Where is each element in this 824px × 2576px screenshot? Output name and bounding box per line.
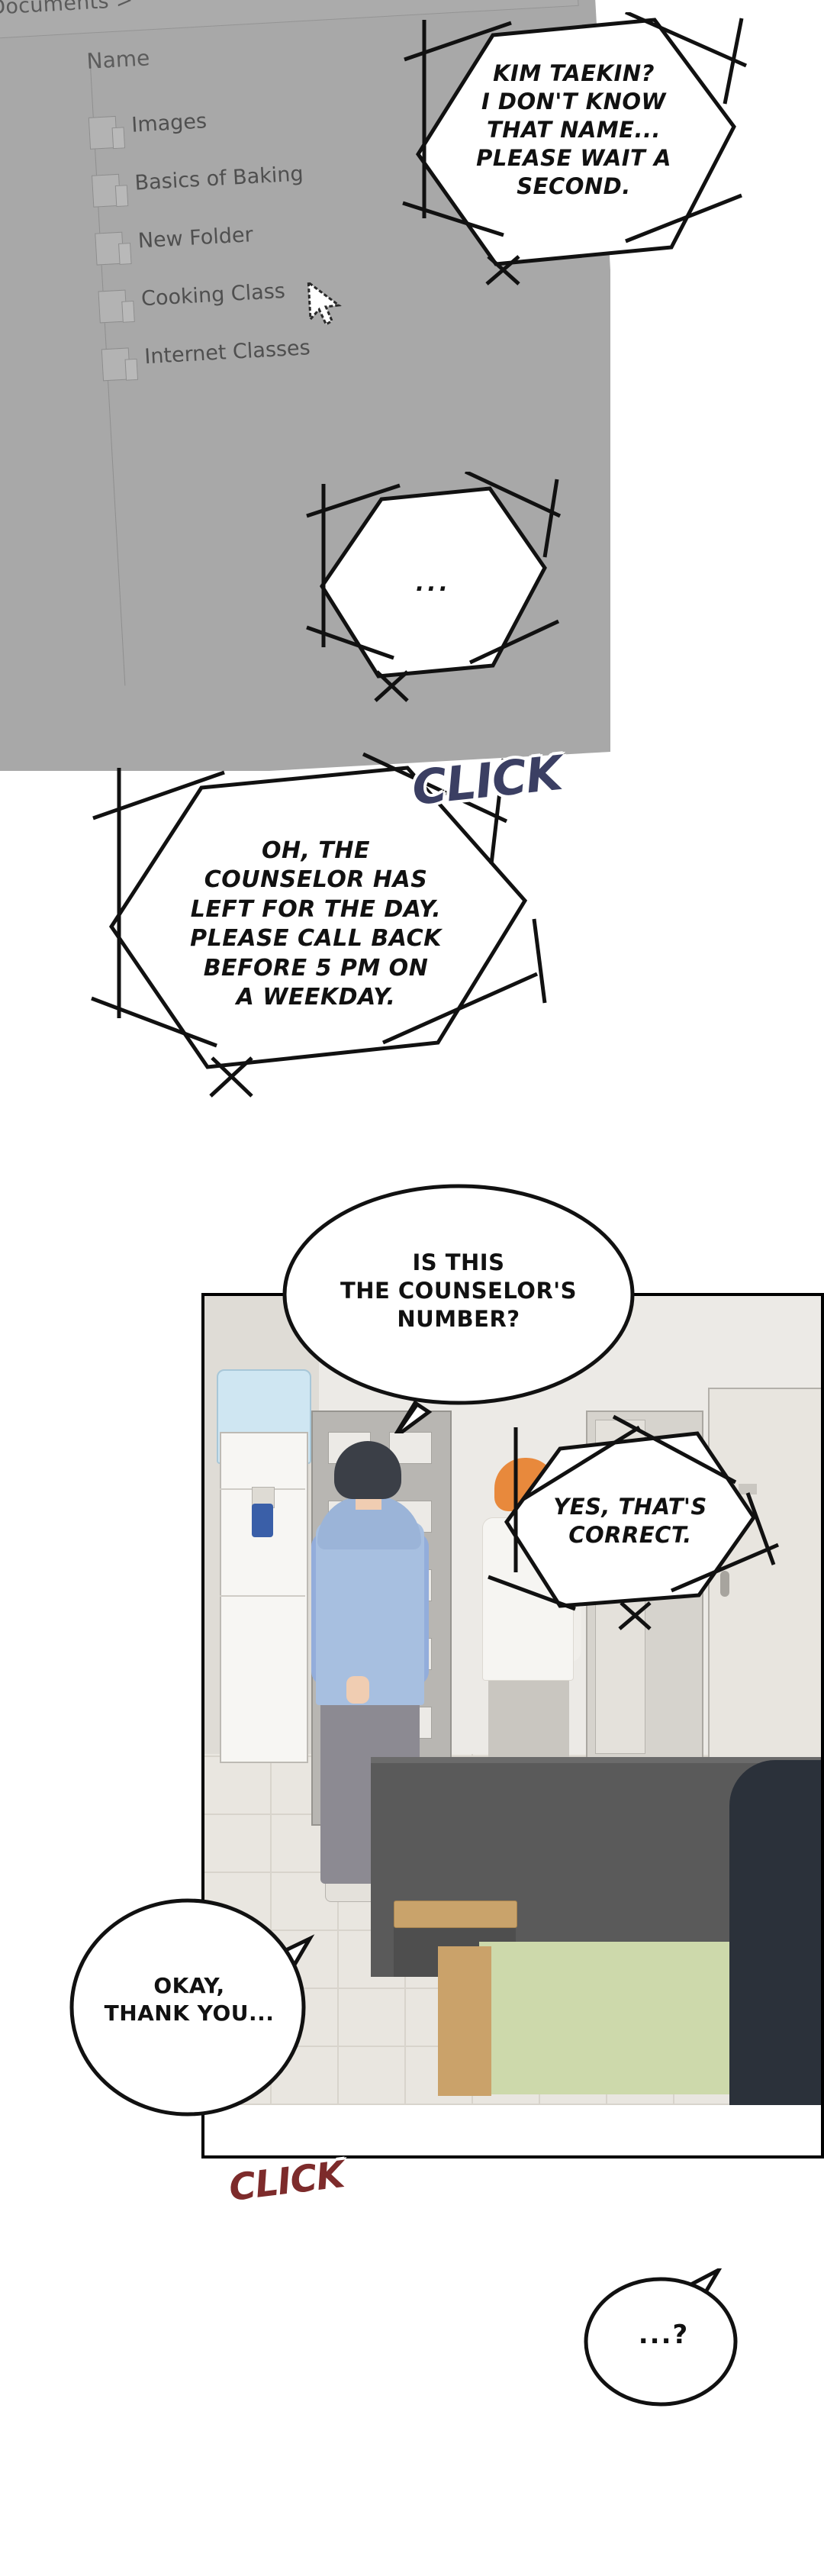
file-name: Basics of Baking [134, 162, 304, 195]
sfx-click-2: CLICK [227, 2153, 346, 2210]
water-cooler [220, 1432, 308, 1763]
panel-bottom-margin [204, 2105, 821, 2155]
speech-bubble-text: OKAY, THANK YOU... [104, 1973, 275, 2026]
speech-bubble-text: IS THIS THE COUNSELOR'S NUMBER? [340, 1249, 578, 1333]
water-cooler-tap [252, 1504, 273, 1537]
door-slot [739, 1484, 757, 1494]
speech-bubble-question: IS THIS THE COUNSELOR'S NUMBER? [279, 1182, 638, 1433]
file-explorer-screenshot: > Documents > 크 (C:) D:) Name Images Bas… [0, 0, 610, 771]
speech-bubble-text: OH, THE COUNSELOR HAS LEFT FOR THE DAY. … [190, 837, 442, 1011]
file-name: Internet Classes [143, 336, 311, 369]
speech-bubble-confused: ...? [580, 2268, 748, 2407]
file-name: New Folder [137, 223, 254, 253]
file-name: Cooking Class [140, 279, 286, 311]
speech-bubble-operator-2: OH, THE COUNSELOR HAS LEFT FOR THE DAY. … [79, 751, 552, 1102]
file-row[interactable]: Basics of Baking [92, 162, 304, 214]
folder-icon [98, 289, 127, 324]
speech-bubble-text: ... [415, 570, 452, 597]
mouse-pointer-icon [307, 280, 342, 327]
speech-bubble-ellipsis: ... [302, 472, 565, 708]
wood-threshold [438, 1946, 491, 2096]
column-header-name[interactable]: Name [85, 45, 151, 74]
file-row[interactable]: Images [88, 109, 208, 156]
speech-bubble-operator-1: KIM TAEKIN? I DON'T KNOW THAT NAME... PL… [397, 12, 751, 287]
file-name: Images [130, 109, 208, 137]
water-cooler-seam [220, 1595, 305, 1597]
wooden-shelf [394, 1901, 517, 1928]
file-row[interactable]: New Folder [95, 223, 253, 272]
folder-icon [95, 231, 124, 266]
speech-bubble-phone-reply: YES, THAT'S CORRECT. [479, 1403, 781, 1632]
door-handle [720, 1571, 729, 1597]
file-row[interactable]: Cooking Class [98, 279, 286, 330]
dark-silhouette-figure [729, 1760, 821, 2155]
speech-bubble-thanks: OKAY, THANK YOU... [67, 1891, 315, 2120]
speech-bubble-text: ...? [638, 2320, 690, 2350]
folder-icon [88, 115, 118, 150]
folder-icon [92, 173, 121, 208]
speech-bubble-text: KIM TAEKIN? I DON'T KNOW THAT NAME... PL… [476, 60, 671, 200]
file-row[interactable]: Internet Classes [101, 336, 311, 387]
file-explorer-window: > Documents > 크 (C:) D:) Name Images Bas… [0, 0, 610, 771]
folder-icon [101, 347, 131, 382]
character-1-hoodie [316, 1522, 424, 1705]
speech-bubble-text: YES, THAT'S CORRECT. [553, 1494, 707, 1549]
character-1-hair [334, 1441, 401, 1499]
character-1-hand [346, 1676, 369, 1704]
